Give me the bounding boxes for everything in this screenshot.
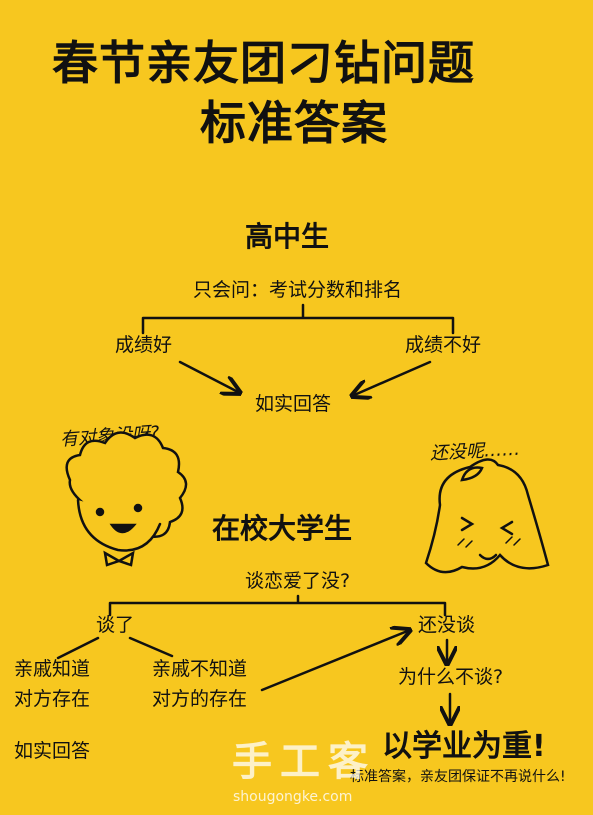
section2-dated: 谈了 [96, 614, 135, 636]
section2-knows-2: 对方存在 [14, 688, 91, 710]
section2-study: 以学业为重! [382, 729, 546, 764]
branch-not-knows [128, 636, 174, 658]
title-line-1: 春节亲友团刁钻问题 [52, 36, 475, 90]
arrow-bad-answer [352, 360, 432, 396]
section2-not-knows-1: 亲戚不知道 [152, 658, 248, 680]
arrow-good-answer [178, 360, 240, 393]
left-character [65, 431, 188, 567]
arrow-to-not-dated [260, 630, 410, 692]
section2-not-knows-2: 对方的存在 [152, 688, 248, 710]
section1-bad: 成绩不好 [405, 334, 482, 356]
branch-knows [56, 636, 100, 660]
section1-question: 只会问：考试分数和排名 [193, 279, 403, 301]
section2-knows-answer: 如实回答 [14, 740, 91, 762]
section1-heading: 高中生 [245, 220, 330, 253]
section2-bracket [108, 594, 447, 617]
watermark-text: 手工客 [232, 739, 376, 785]
section1-answer: 如实回答 [255, 393, 332, 415]
section2-not-dated: 还没谈 [418, 614, 476, 636]
right-character [424, 458, 550, 574]
section2-heading: 在校大学生 [212, 512, 353, 545]
section2-knows-1: 亲戚知道 [14, 658, 91, 680]
title-line-2: 标准答案 [200, 96, 388, 150]
section2-footnote: 标准答案，亲友团保证不再说什么! [350, 769, 566, 785]
section2-why: 为什么不谈? [398, 666, 504, 688]
section2-question: 谈恋爱了没? [245, 570, 351, 592]
section1-good: 成绩好 [115, 334, 173, 356]
watermark-url: shougongke.com [233, 789, 353, 805]
section1-bracket [141, 303, 455, 335]
